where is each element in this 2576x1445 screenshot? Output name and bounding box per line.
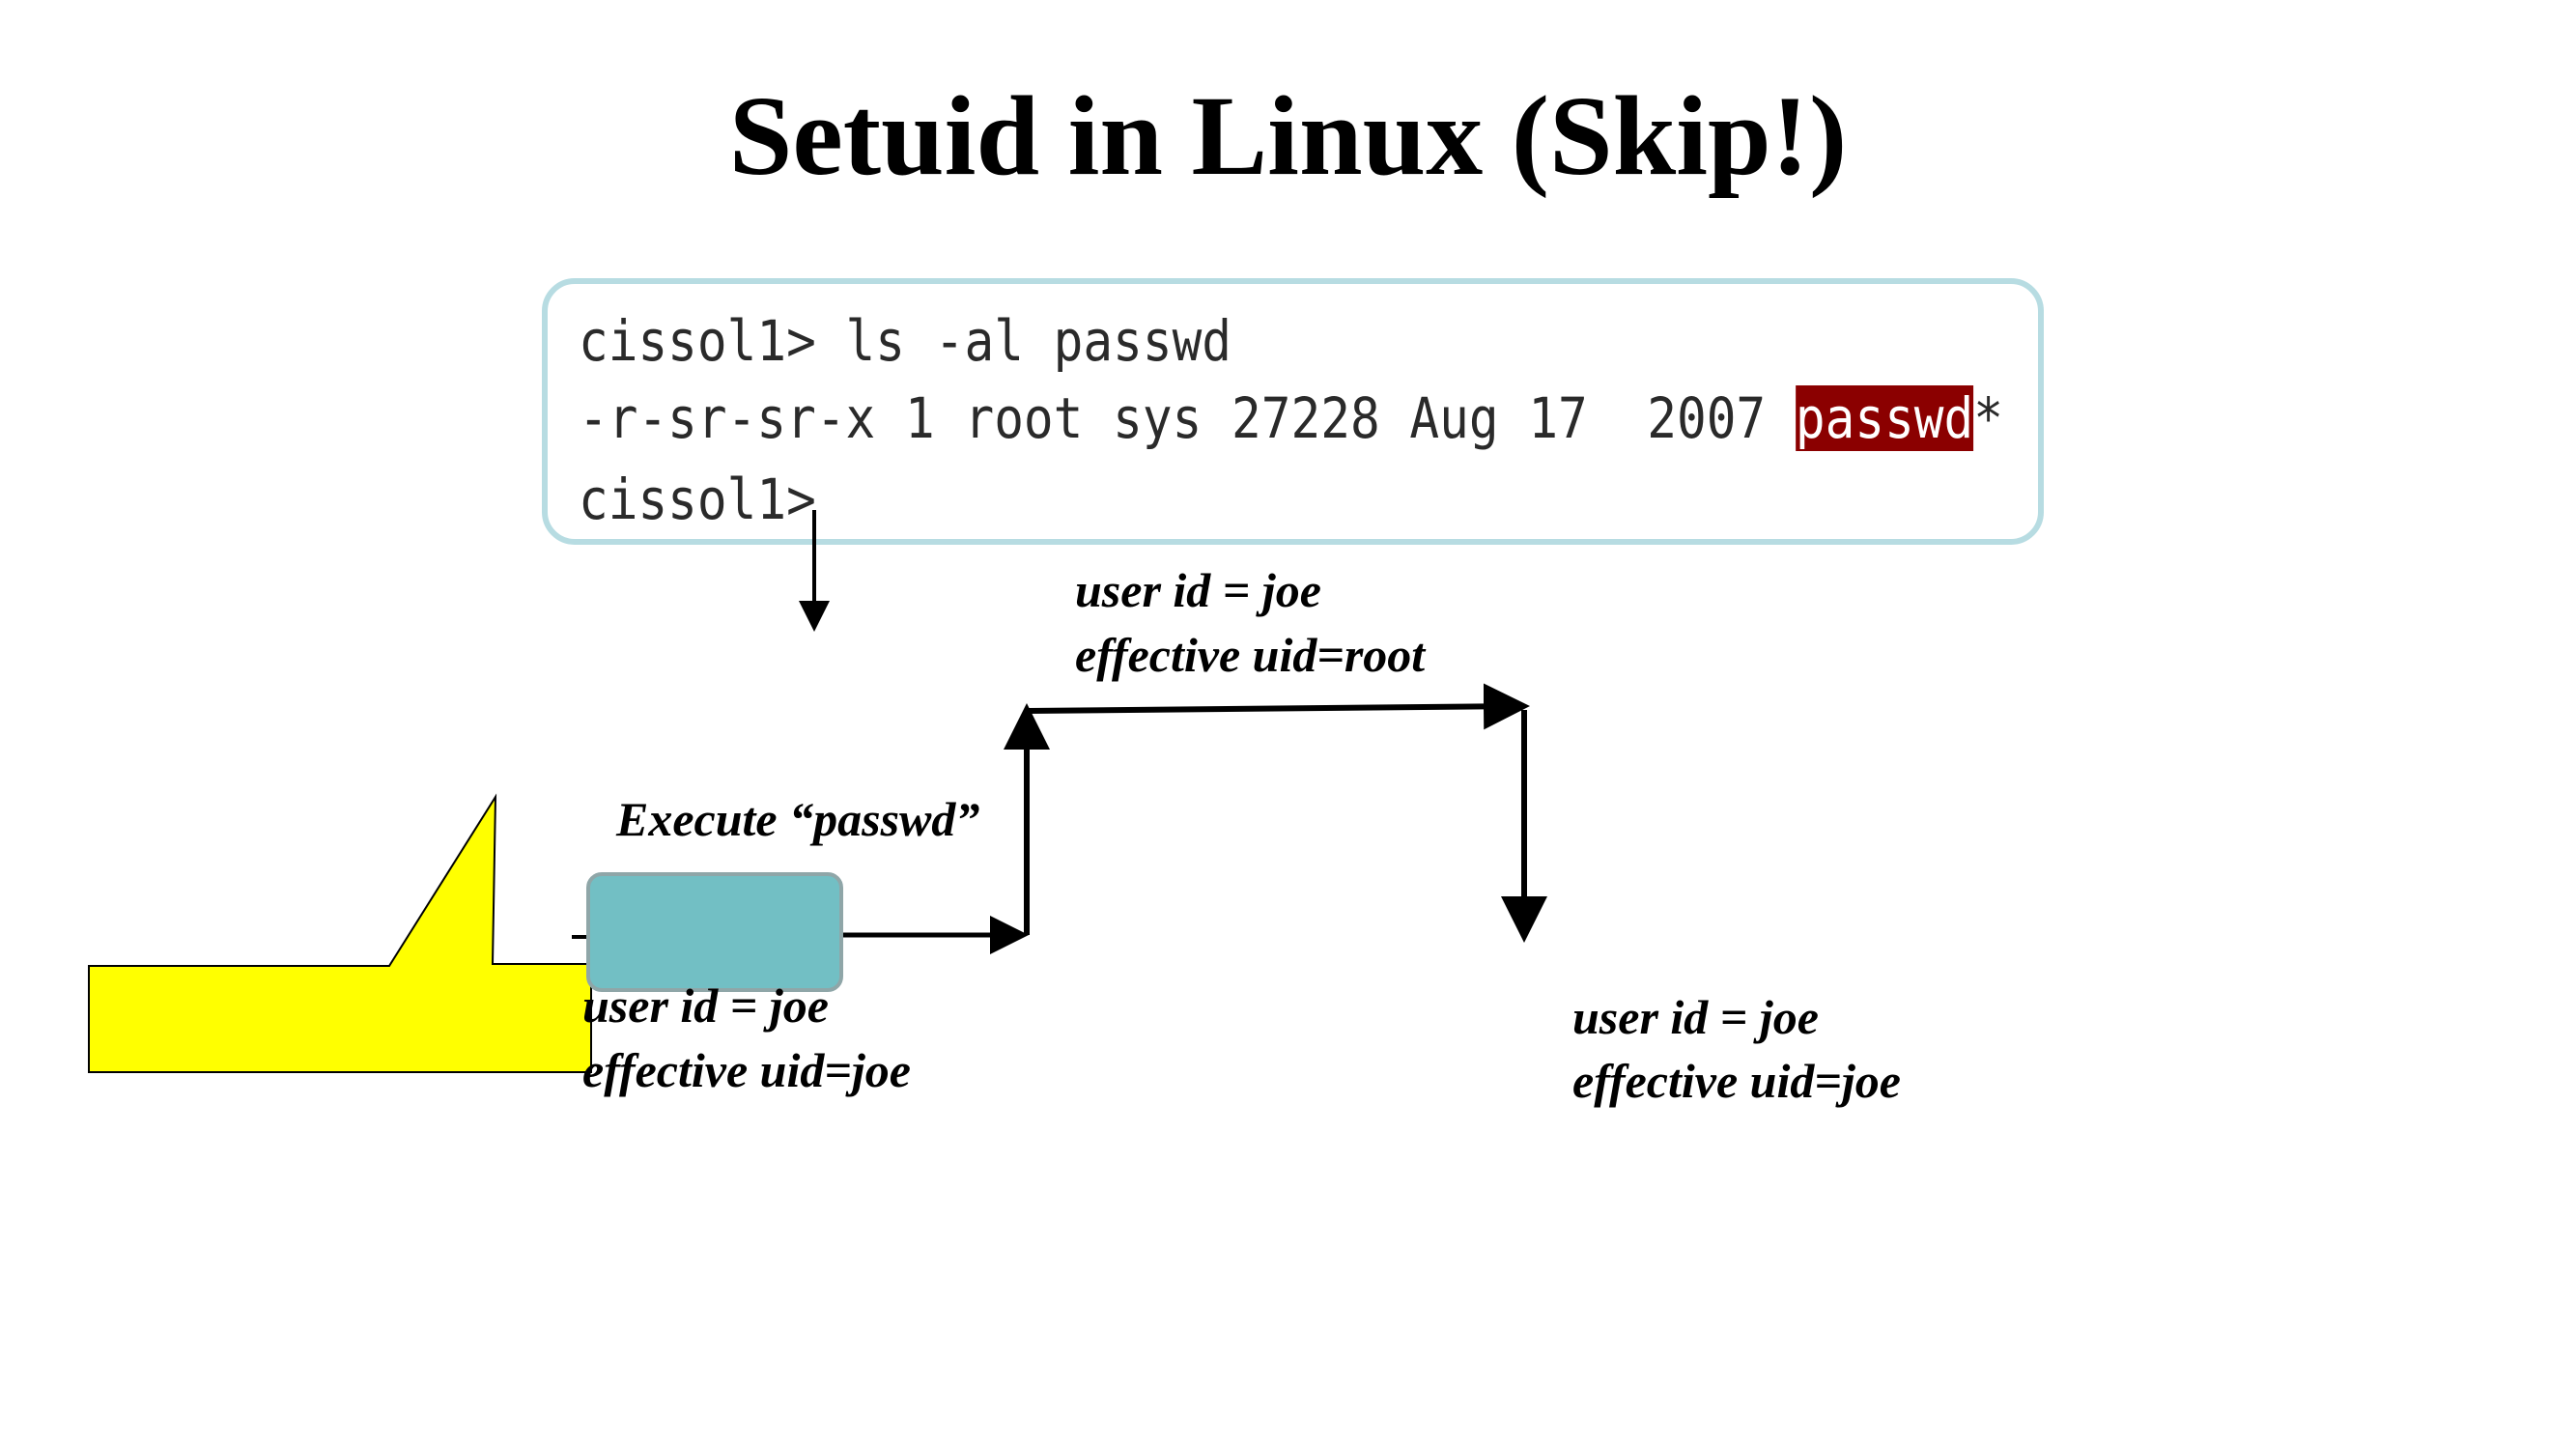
root-state-line2: effective uid=root — [1075, 628, 1426, 682]
start-state-line1: user id = joe — [582, 978, 829, 1033]
terminal-line-listing: -r-sr-sr-x 1 root sys 27228 Aug 17 2007 … — [579, 385, 2003, 451]
end-state-line1: user id = joe — [1572, 990, 1819, 1044]
arrow-across — [1026, 683, 1530, 730]
passwd-highlight: passwd — [1795, 385, 1974, 451]
execute-label: Execute “passwd” — [616, 792, 980, 846]
terminal-line-command: cissol1> ls -al passwd — [579, 308, 1232, 374]
terminal-line-prompt: cissol1> — [579, 467, 816, 532]
end-state-line2: effective uid=joe — [1572, 1054, 1901, 1108]
listing-prefix: -r-sr-sr-x 1 root sys 27228 Aug 17 2007 — [579, 385, 1796, 451]
terminal-window: cissol1> ls -al passwd -r-sr-sr-x 1 root… — [542, 278, 2044, 545]
listing-suffix: * — [1973, 385, 2003, 451]
root-state-line1: user id = joe — [1075, 563, 1321, 617]
start-state-line2: effective uid=joe — [582, 1043, 911, 1097]
slide-title: Setuid in Linux (Skip!) — [728, 72, 1848, 199]
callout-shape — [88, 793, 592, 1073]
process-box — [586, 872, 843, 992]
